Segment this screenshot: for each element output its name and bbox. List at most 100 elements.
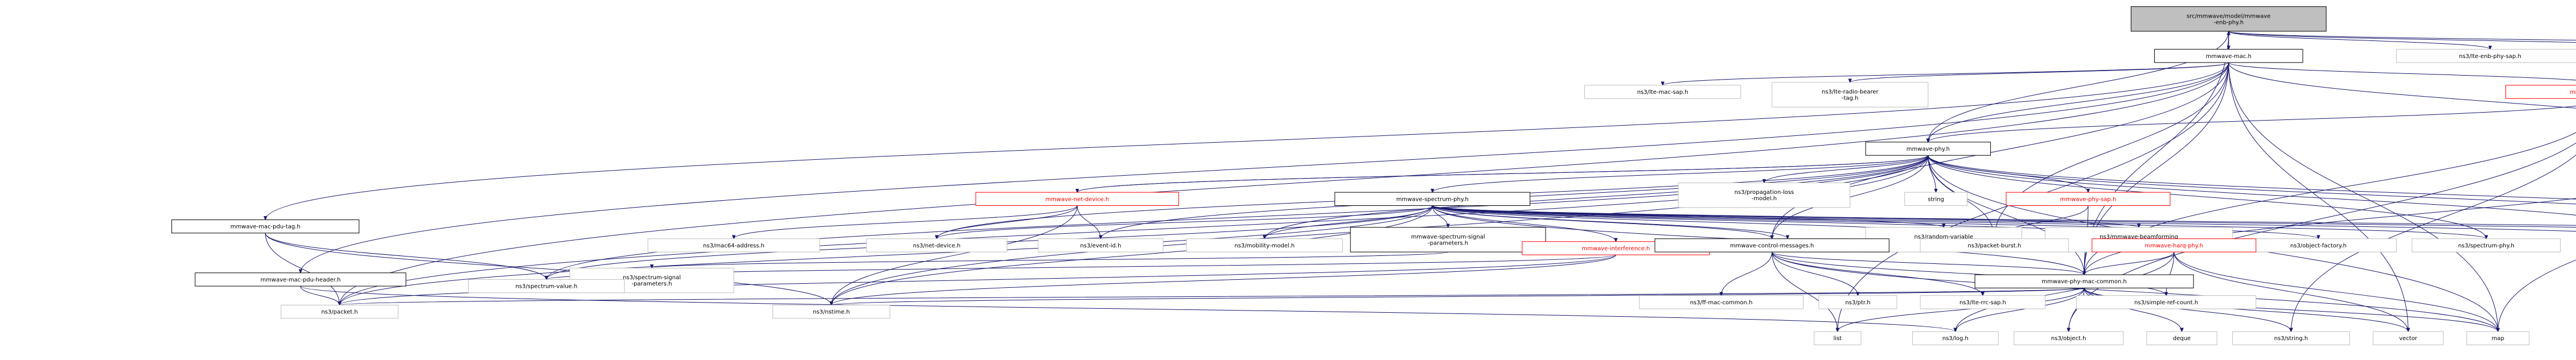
node-box	[2130, 6, 2327, 32]
include-edge	[2174, 252, 2498, 332]
node-label: mmwave-phy-sap.h	[2060, 196, 2117, 202]
node-mmwave-phy[interactable]: mmwave-phy.h	[1865, 142, 1991, 156]
node-box	[1920, 238, 2069, 253]
include-edge	[734, 205, 1078, 238]
include-edge	[1928, 155, 2486, 239]
node-mmwave-mac[interactable]: mmwave-mac.h	[2154, 49, 2303, 63]
node-label: mmwave-harq-phy.h	[2145, 243, 2204, 249]
node-ptr[interactable]: ns3/ptr.h	[1818, 295, 1897, 309]
node-label: ns3/lte-rrc-sap.h	[1959, 300, 2006, 306]
node-log[interactable]: ns3/log.h	[1912, 331, 1999, 345]
node-lte-mac-sap[interactable]: ns3/lte-mac-sap.h	[1584, 85, 1741, 99]
node-mmwave-control-messages[interactable]: mmwave-control-messages.h	[1654, 238, 1889, 253]
include-edge	[1432, 205, 2576, 232]
node-mmwave-phy-sap[interactable]: mmwave-phy-sap.h	[2006, 192, 2171, 206]
node-string-std[interactable]: string	[1904, 192, 1967, 206]
node-label: mmwave-net-device.h	[1045, 196, 1109, 202]
node-label: ns3/event-id.h	[1080, 243, 1121, 249]
include-edge	[1928, 155, 2576, 200]
node-box	[2154, 49, 2303, 63]
include-edge	[831, 254, 1616, 305]
node-label: ns3/packet.h	[321, 309, 358, 316]
node-mmwave-mac-pdu-header[interactable]: mmwave-mac-pdu-header.h	[195, 272, 406, 287]
node-spectrum-value[interactable]: ns3/spectrum-value.h	[468, 279, 625, 293]
node-spectrum-phy[interactable]: ns3/spectrum-phy.h	[2411, 238, 2561, 253]
node-label: mmwave-mac.h	[2206, 53, 2252, 60]
node-mobility-model[interactable]: ns3/mobility-model.h	[1186, 238, 1343, 253]
node-label: ns3/spectrum-phy.h	[2458, 243, 2515, 249]
node-label: ns3/mmwave-beamforming	[2100, 234, 2178, 240]
node-box	[1772, 82, 1929, 107]
include-edge	[2228, 62, 2408, 332]
node-label: mmwave-mac-scheduler.h	[2570, 89, 2576, 96]
node-vector-std[interactable]: vector	[2372, 331, 2444, 345]
include-edge	[2228, 31, 2490, 49]
node-nstime[interactable]: ns3/nstime.h	[773, 304, 890, 319]
node-root[interactable]: src/mmwave/model/mmwave-enb-phy.h	[2130, 6, 2327, 32]
node-box	[1912, 331, 1999, 345]
node-label: -model.h	[1752, 196, 1777, 202]
include-edge	[2228, 31, 2576, 43]
node-label: ns3/random-variable	[1914, 234, 1973, 240]
node-mmwave-spectrum-signal-params[interactable]: mmwave-spectrum-signal-parameters.h	[1350, 227, 1546, 253]
include-edge	[1077, 155, 1928, 193]
include-edge	[1432, 205, 2576, 226]
include-edge	[1838, 288, 2085, 332]
include-edge	[1432, 205, 2318, 238]
node-mmwave-harq-phy[interactable]: mmwave-harq-phy.h	[2092, 238, 2257, 253]
node-packet[interactable]: ns3/packet.h	[281, 304, 398, 319]
node-label: mmwave-mac-pdu-header.h	[260, 277, 340, 283]
node-propagation-loss[interactable]: ns3/propagation-loss-model.h	[1678, 182, 1851, 208]
include-edge	[1928, 62, 2229, 142]
node-mmwave-net-device[interactable]: mmwave-net-device.h	[975, 192, 1180, 206]
node-net-device[interactable]: ns3/net-device.h	[866, 238, 1008, 253]
node-label: ns3/object.h	[2051, 336, 2086, 342]
node-mmwave-mac-pdu-tag[interactable]: mmwave-mac-pdu-tag.h	[171, 219, 360, 234]
include-edge	[831, 205, 1078, 305]
node-lte-radio-bearer-tag[interactable]: ns3/lte-radio-bearer-tag.h	[1772, 82, 1929, 107]
node-mmwave-mac-scheduler[interactable]: mmwave-mac-scheduler.h	[2505, 85, 2576, 99]
node-deque-std[interactable]: deque	[2146, 331, 2217, 345]
node-box	[2076, 295, 2257, 309]
include-edge	[2228, 62, 2498, 332]
node-label: ns3/simple-ref-count.h	[2134, 300, 2198, 306]
include-edge	[1764, 155, 1929, 183]
node-simple-ref-count[interactable]: ns3/simple-ref-count.h	[2076, 295, 2257, 309]
node-ff-mac-common[interactable]: ns3/ff-mac-common.h	[1639, 295, 1803, 309]
node-packet-burst[interactable]: ns3/packet-burst.h	[1920, 238, 2069, 253]
node-box	[2232, 331, 2350, 345]
include-edge	[652, 251, 1449, 268]
node-box	[2006, 192, 2171, 206]
node-event-id[interactable]: ns3/event-id.h	[1038, 238, 1164, 253]
node-box	[2372, 331, 2444, 345]
node-ns3-string[interactable]: ns3/string.h	[2232, 331, 2350, 345]
node-object-factory[interactable]: ns3/object-factory.h	[2240, 238, 2397, 253]
node-label: -parameters.h	[631, 281, 672, 287]
node-lte-enb-phy-sap[interactable]: ns3/lte-enb-phy-sap.h	[2396, 49, 2576, 63]
node-lte-rrc-sap[interactable]: ns3/lte-rrc-sap.h	[1920, 295, 2046, 309]
include-edge	[1264, 155, 1929, 239]
node-label: -parameters.h	[1428, 240, 1468, 246]
node-box	[2396, 49, 2576, 63]
include-edge	[2228, 62, 2576, 81]
node-label: map	[2492, 336, 2504, 342]
node-object[interactable]: ns3/object.h	[2014, 331, 2124, 345]
node-mac64[interactable]: ns3/mac64-address.h	[647, 238, 820, 253]
include-edge	[300, 285, 1955, 332]
node-mmwave-spectrum-phy[interactable]: mmwave-spectrum-phy.h	[1334, 192, 1531, 206]
node-box	[195, 272, 406, 287]
node-box	[1038, 238, 1164, 253]
include-edge	[1432, 205, 1616, 241]
node-box	[1814, 331, 1862, 345]
include-edge	[2228, 31, 2576, 41]
include-edge	[1994, 62, 2229, 239]
node-box	[647, 238, 820, 253]
node-box	[1865, 142, 1991, 156]
node-mmwave-phy-mac-common[interactable]: mmwave-phy-mac-common.h	[1974, 274, 2194, 288]
node-map-std[interactable]: map	[2466, 331, 2530, 345]
include-edge	[1432, 205, 1448, 227]
include-edge	[831, 205, 1433, 305]
node-list-std[interactable]: list	[1814, 331, 1862, 345]
node-box	[975, 192, 1180, 206]
node-box	[1974, 274, 2194, 288]
